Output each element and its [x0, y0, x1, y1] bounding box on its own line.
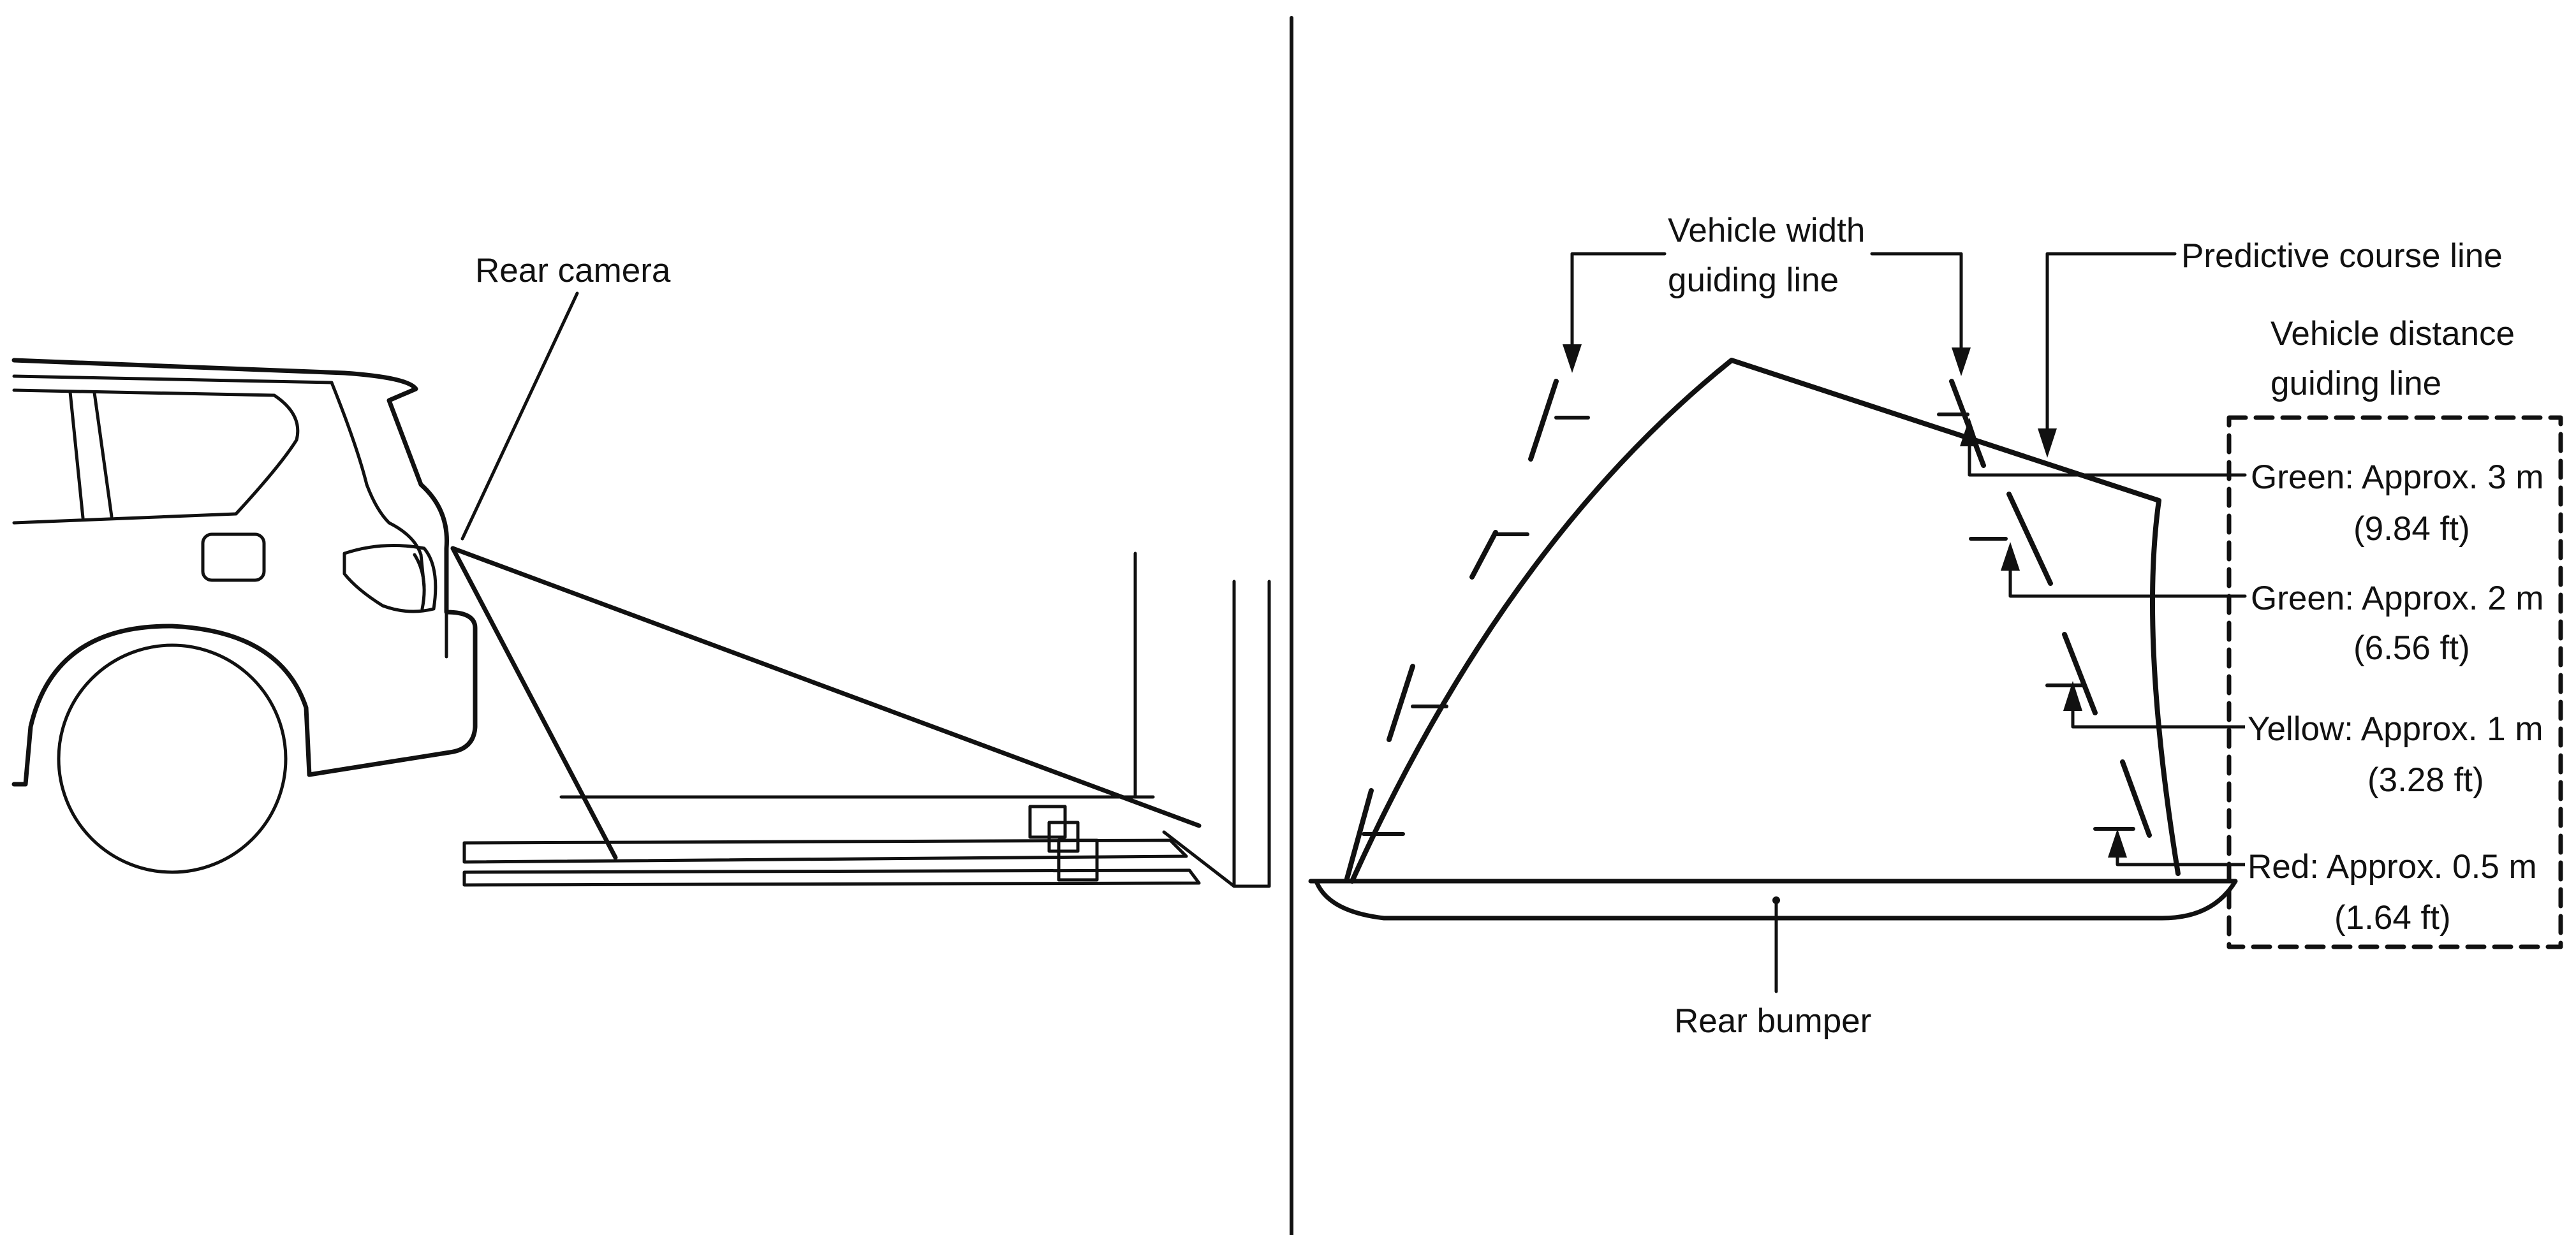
predictive-course-label: Predictive course line — [2181, 237, 2503, 275]
vehicle-width-label-line1: Vehicle width — [1668, 212, 1866, 249]
camera-label-leader — [460, 291, 579, 541]
left-width-guide — [1344, 379, 1590, 881]
left-view — [11, 291, 1271, 888]
predictive-course-leader — [2038, 252, 2177, 458]
right-view — [1308, 252, 2563, 993]
vehicle-rear-wheel — [57, 643, 288, 874]
marker-green-3m-label: Green: Approx. 3 m — [2248, 460, 2547, 494]
vehicle-upper-roof-rail — [12, 374, 334, 384]
vehicle-fuel-door — [201, 532, 266, 582]
marker-green-2m-label: Green: Approx. 2 m — [2248, 581, 2547, 615]
marker-green-2m-sub: (6.56 ft) — [2353, 629, 2470, 667]
vehicle-tail-lamp — [342, 544, 438, 613]
vehicle-width-label-line2: guiding line — [1668, 261, 1839, 299]
marker-yellow-1m-label: Yellow: Approx. 1 m — [2245, 712, 2546, 746]
obstacle-boxes — [1028, 805, 1099, 882]
wall-edge — [1232, 580, 1271, 888]
vehicle-rear-hatch — [330, 381, 426, 588]
distance-legend-box — [2226, 415, 2563, 949]
ground-scene — [462, 552, 1271, 888]
vehicle-wheel-arch — [11, 624, 312, 787]
distance-guide-label-line1: Vehicle distance — [2271, 315, 2515, 353]
marker-yellow-1m-sub: (3.28 ft) — [2367, 761, 2484, 799]
rear-bumper-label: Rear bumper — [1674, 1002, 1872, 1040]
ground-stripe-upper — [462, 838, 1188, 864]
distance-marker-leaders — [1960, 418, 2247, 866]
vehicle-pillar — [68, 390, 114, 520]
distance-guide-label-line2: guiding line — [2271, 365, 2442, 402]
rear-bumper-outline — [1308, 879, 2238, 921]
camera-sight-lines — [450, 291, 1202, 860]
marker-green-3m-sub: (9.84 ft) — [2353, 510, 2470, 548]
ground-stripe-lower — [462, 868, 1201, 887]
marker-red-05m-sub: (1.64 ft) — [2334, 899, 2451, 937]
predictive-course-line — [1350, 358, 2181, 884]
vehicle-roof-line — [12, 388, 300, 525]
vehicle-tail-lamp-inner — [413, 553, 426, 611]
vehicle-width-leaders — [1563, 252, 1971, 376]
marker-red-05m-label: Red: Approx. 0.5 m — [2245, 850, 2540, 884]
vehicle-rear-illustration — [11, 358, 478, 874]
vehicle-roof-outline — [11, 358, 478, 777]
rear-camera-label: Rear camera — [475, 252, 671, 289]
